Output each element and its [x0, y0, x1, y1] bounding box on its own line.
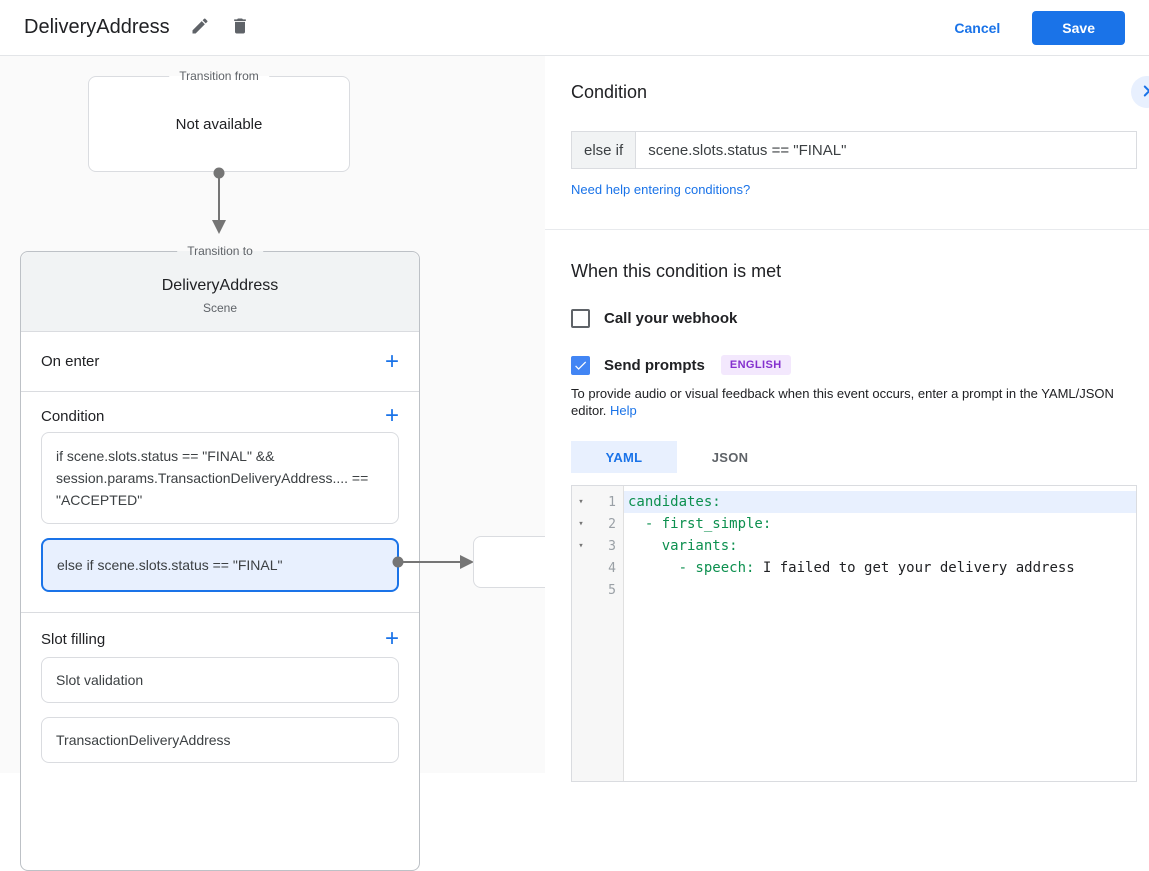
condition-heading-row: Condition	[571, 76, 1149, 108]
yaml-value: I failed to get your delivery address	[754, 560, 1075, 576]
editor-gutter: ▾ 1 ▾ 2 ▾ 3 ▾ 4 ▾ 5	[572, 486, 624, 781]
transition-from-label: Transition from	[169, 69, 269, 83]
help-link[interactable]: Help	[610, 403, 637, 418]
transition-to-label: Transition to	[177, 244, 263, 258]
prompt-description-text: To provide audio or visual feedback when…	[571, 386, 1114, 418]
fold-arrow-icon[interactable]: ▾	[578, 541, 584, 551]
gutter-row: ▾ 1	[572, 491, 623, 513]
condition-help-link[interactable]: Need help entering conditions?	[571, 182, 751, 197]
edit-title-button[interactable]	[186, 12, 214, 43]
yaml-key: candidates:	[628, 494, 721, 510]
line-number: 3	[608, 538, 616, 554]
yaml-key: - first_simple:	[628, 516, 772, 532]
code-line[interactable]: variants:	[624, 535, 1136, 557]
yaml-editor[interactable]: ▾ 1 ▾ 2 ▾ 3 ▾ 4 ▾ 5	[571, 485, 1137, 782]
tab-yaml[interactable]: YAML	[571, 441, 677, 473]
slot-filling-label: Slot filling	[41, 630, 106, 648]
line-number: 2	[608, 516, 616, 532]
transition-from-box[interactable]: Transition from Not available	[88, 69, 350, 172]
code-line[interactable]: - first_simple:	[624, 513, 1136, 535]
add-condition-icon[interactable]: +	[384, 402, 399, 429]
code-line[interactable]: - speech: I failed to get your delivery …	[624, 557, 1136, 579]
webhook-row: Call your webhook	[571, 309, 1137, 328]
scene-type: Scene	[202, 300, 238, 315]
gutter-row: ▾ 3	[572, 535, 623, 557]
gutter-row: ▾ 4	[572, 557, 623, 579]
send-prompts-checkbox[interactable]	[571, 355, 590, 375]
scene-card-header[interactable]: DeliveryAddress Scene	[21, 252, 419, 332]
condition-label-row: Condition +	[21, 402, 419, 430]
down-arrow-connector	[212, 167, 226, 234]
on-enter-label: On enter	[41, 353, 100, 370]
send-prompts-label: Send prompts	[604, 356, 705, 374]
app-bar: DeliveryAddress Cancel Save	[0, 0, 1149, 56]
editor-code-area[interactable]: candidates: - first_simple: variants: - …	[624, 486, 1136, 781]
trash-icon	[230, 16, 250, 39]
condition-input-group: else if	[571, 131, 1137, 169]
chevron-right-icon	[1138, 82, 1149, 103]
condition-prefix: else if	[572, 132, 637, 168]
page-title: DeliveryAddress	[24, 16, 170, 38]
pencil-icon	[190, 16, 210, 39]
scene-card: Transition to DeliveryAddress Scene On e…	[20, 244, 420, 871]
gutter-row: ▾ 5	[572, 579, 623, 601]
send-prompts-row: Send prompts ENGLISH	[571, 355, 1137, 375]
line-number: 1	[608, 494, 616, 510]
on-enter-row: On enter +	[21, 332, 419, 392]
line-number: 4	[608, 560, 616, 576]
cancel-button[interactable]: Cancel	[938, 12, 1016, 44]
condition-panel-title: Condition	[571, 82, 648, 102]
prompt-description: To provide audio or visual feedback when…	[571, 385, 1137, 419]
right-arrow-connector	[392, 555, 474, 569]
when-met-title: When this condition is met	[571, 261, 782, 281]
scene-name: DeliveryAddress	[161, 276, 279, 294]
language-badge: ENGLISH	[720, 355, 791, 375]
yaml-key: variants:	[628, 538, 738, 554]
condition-detail-panel: Condition else if Need help entering con…	[545, 56, 1149, 782]
delete-scene-button[interactable]	[226, 12, 254, 43]
gutter-row: ▾ 2	[572, 513, 623, 535]
code-line[interactable]: candidates:	[624, 491, 1136, 513]
condition-section: Condition + if scene.slots.status == "FI…	[21, 392, 419, 613]
slot-filling-label-row: Slot filling +	[21, 625, 419, 653]
webhook-label: Call your webhook	[604, 310, 738, 327]
condition-expression-input[interactable]	[636, 132, 1136, 168]
save-button[interactable]: Save	[1032, 10, 1125, 45]
scene-diagram-canvas: Transition from Not available Transition…	[0, 56, 583, 871]
line-number: 5	[608, 582, 616, 598]
condition-if-box[interactable]: if scene.slots.status == "FINAL" && sess…	[41, 432, 399, 524]
fold-arrow-icon[interactable]: ▾	[578, 519, 584, 529]
add-slot-icon[interactable]: +	[384, 625, 399, 652]
yaml-key: - speech:	[628, 560, 755, 576]
condition-else-if-box[interactable]: else if scene.slots.status == "FINAL"	[41, 538, 399, 592]
transition-from-content: Not available	[175, 115, 263, 133]
panel-divider	[545, 229, 1149, 230]
slot-validation-box[interactable]: Slot validation	[41, 657, 399, 703]
editor-tabs: YAML JSON	[571, 441, 1137, 473]
condition-label: Condition	[41, 407, 105, 425]
main-area: Transition from Not available Transition…	[0, 56, 1149, 871]
add-on-enter-icon[interactable]: +	[384, 347, 399, 375]
slot-transaction-box[interactable]: TransactionDeliveryAddress	[41, 717, 399, 763]
tab-json[interactable]: JSON	[677, 441, 783, 473]
webhook-checkbox[interactable]	[571, 309, 590, 328]
code-line[interactable]	[624, 579, 1136, 601]
slot-filling-section: Slot filling + Slot validation Transacti…	[21, 613, 419, 763]
collapse-panel-button[interactable]	[1131, 76, 1149, 108]
fold-arrow-icon[interactable]: ▾	[578, 497, 584, 507]
